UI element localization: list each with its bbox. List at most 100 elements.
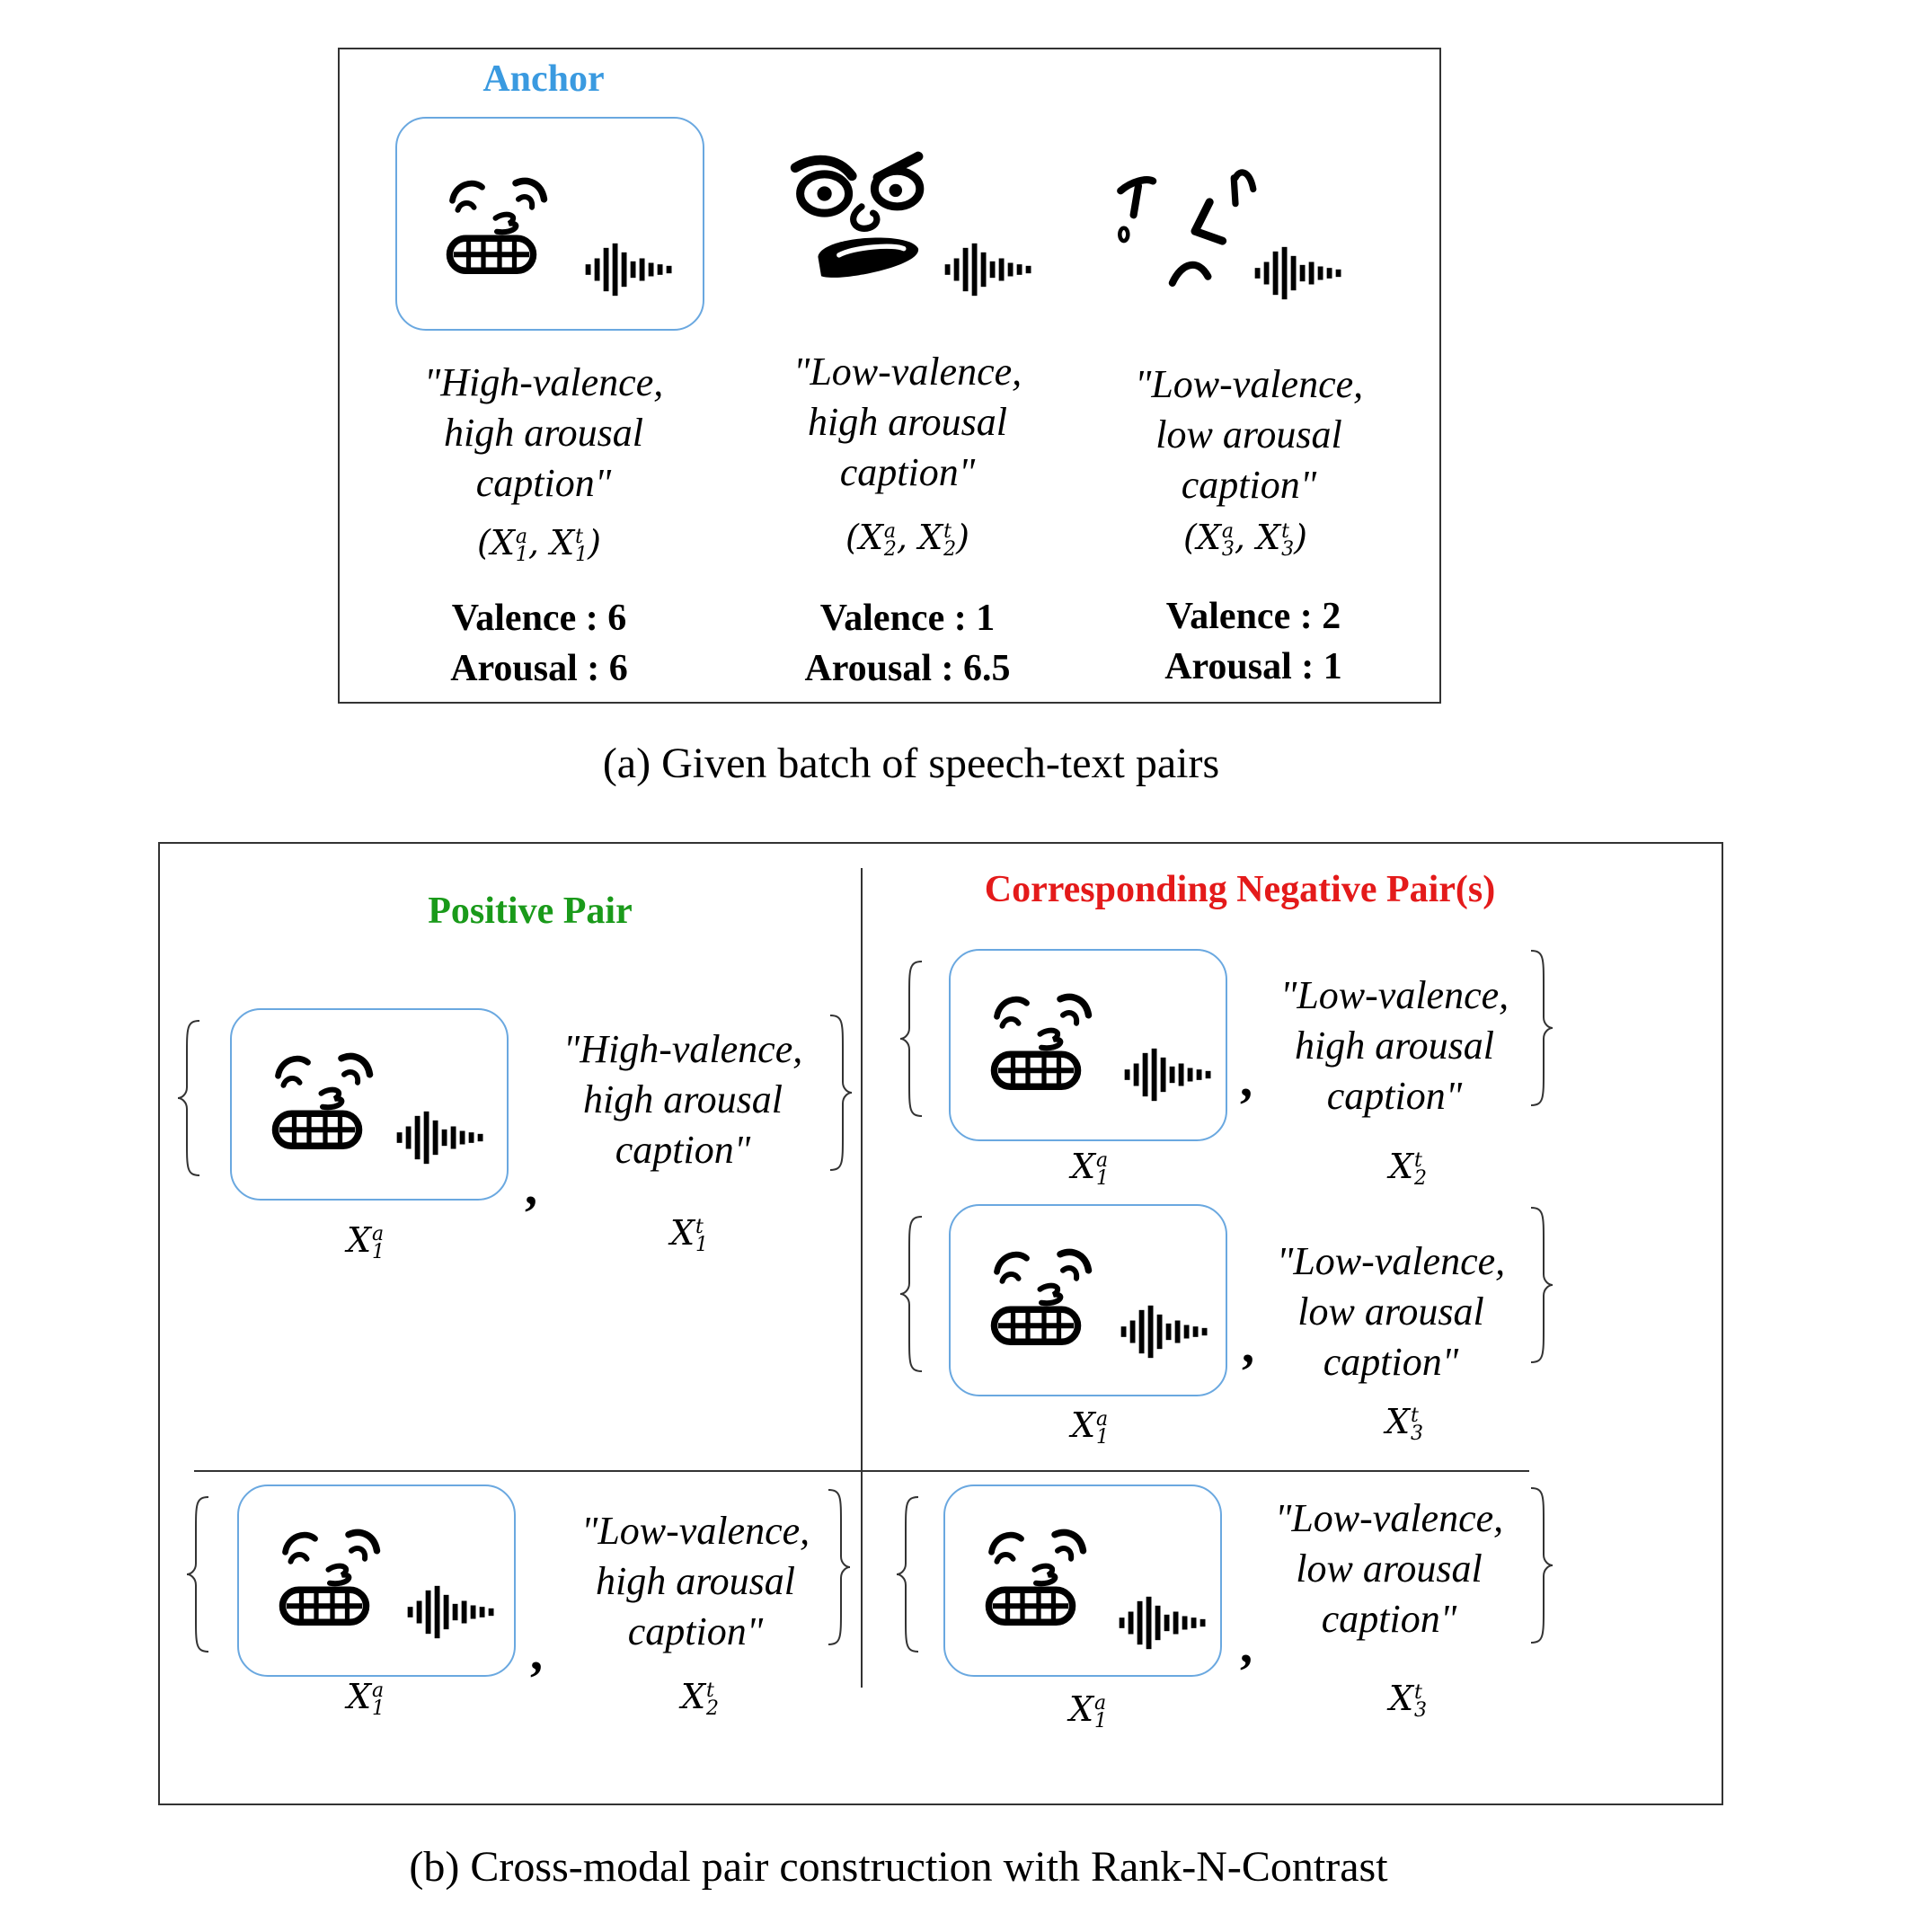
negative-pair-title: Corresponding Negative Pair(s) — [984, 869, 1496, 910]
valence-a2: Valence : 1 — [819, 598, 996, 639]
caption-a2: "Low-valence, high arousal caption" — [737, 347, 1078, 498]
pair4-caption: "Low-valence, low arousal caption" — [1227, 1493, 1551, 1644]
pair4-caption-line1: "Low-valence, — [1274, 1496, 1504, 1540]
figure-caption-b: (b) Cross-modal pair construction with R… — [409, 1843, 1388, 1891]
left-brace-p3 — [186, 1496, 209, 1653]
waveform-icon-2 — [943, 243, 1033, 297]
stats-a2: Valence : 1 Arousal : 6.5 — [755, 593, 1060, 694]
pair1-icon-box — [949, 949, 1227, 1141]
arousal-a1: Arousal : 6 — [450, 648, 628, 689]
caption-a1-line2: high arousal — [443, 411, 644, 455]
pair1-caption-line2: high arousal — [1294, 1024, 1495, 1068]
valence-a3: Valence : 2 — [1165, 596, 1341, 637]
pair3-caption-line3: caption" — [627, 1609, 764, 1653]
right-brace-p2 — [1530, 1207, 1554, 1363]
pair3-comma: , — [530, 1626, 543, 1681]
right-brace-p0 — [829, 1015, 853, 1171]
pair1-caption: "Low-valence, high arousal caption" — [1233, 970, 1556, 1121]
caption-a3-line1: "Low-valence, — [1134, 362, 1364, 406]
grinning-face-icon — [266, 1026, 401, 1170]
grinning-face-icon — [985, 1222, 1120, 1366]
anchor-label: Anchor — [482, 58, 605, 100]
pair0-caption: "High-valence, high arousal caption" — [521, 1024, 845, 1175]
grinning-face-icon — [985, 967, 1120, 1111]
waveform-icon — [1123, 1048, 1213, 1102]
pair0-caption-line2: high arousal — [582, 1077, 783, 1121]
pair2-caption-line2: low arousal — [1297, 1289, 1484, 1334]
pair2-caption-line1: "Low-valence, — [1276, 1239, 1506, 1283]
grinning-face-icon — [979, 1502, 1114, 1646]
pair1-caption-line3: caption" — [1326, 1074, 1463, 1118]
pair3-caption-line2: high arousal — [595, 1559, 796, 1603]
pair3-icon-box — [237, 1484, 516, 1677]
pair0-comma: , — [525, 1160, 537, 1216]
waveform-icon — [1118, 1596, 1208, 1650]
arousal-a3: Arousal : 1 — [1164, 646, 1342, 687]
caption-a1: "High-valence, high arousal caption" — [377, 358, 710, 509]
pair4-caption-line3: caption" — [1321, 1597, 1457, 1641]
pair1-comma: , — [1240, 1052, 1253, 1108]
panel-b-horizontal-divider — [194, 1470, 1529, 1472]
caption-a2-line3: caption" — [839, 450, 976, 494]
panel-b-vertical-divider — [861, 868, 863, 1688]
valence-a1: Valence : 6 — [451, 598, 627, 639]
right-brace-p1 — [1530, 950, 1554, 1106]
left-brace-p1 — [899, 961, 923, 1117]
grinning-face-icon — [440, 151, 575, 295]
left-brace-p0 — [177, 1020, 200, 1176]
panel-a — [338, 48, 1441, 704]
caption-a3-line3: caption" — [1181, 463, 1317, 507]
pair3-caption-line1: "Low-valence, — [580, 1509, 810, 1553]
waveform-icon — [584, 243, 674, 297]
arousal-a2: Arousal : 6.5 — [804, 648, 1011, 689]
waveform-icon — [406, 1585, 496, 1639]
panel-b — [158, 842, 1723, 1805]
pair4-caption-line2: low arousal — [1296, 1546, 1483, 1591]
positive-pair-title: Positive Pair — [428, 891, 633, 932]
pair2-comma: , — [1242, 1318, 1254, 1374]
caption-a3-line2: low arousal — [1155, 412, 1342, 456]
sad-face-icon — [1114, 149, 1276, 302]
caption-a3: "Low-valence, low arousal caption" — [1078, 359, 1420, 510]
caption-a1-line3: caption" — [475, 461, 612, 505]
waveform-icon — [395, 1111, 485, 1165]
angry-face-icon — [789, 146, 951, 298]
pair0-caption-line1: "High-valence, — [562, 1027, 803, 1071]
figure-caption-a: (a) Given batch of speech-text pairs — [602, 740, 1220, 787]
left-brace-p2 — [899, 1216, 923, 1372]
grinning-face-icon — [273, 1502, 408, 1646]
waveform-icon — [1120, 1305, 1209, 1359]
pair4-icon-box — [943, 1484, 1222, 1677]
pair2-caption: "Low-valence, low arousal caption" — [1229, 1236, 1553, 1387]
caption-a2-line2: high arousal — [807, 400, 1008, 444]
pair0-caption-line3: caption" — [615, 1128, 751, 1172]
pair2-caption-line3: caption" — [1323, 1340, 1459, 1384]
right-brace-p3 — [828, 1489, 851, 1645]
pair2-icon-box — [949, 1204, 1227, 1396]
pair0-icon-box — [230, 1008, 509, 1201]
pair4-comma: , — [1240, 1618, 1253, 1674]
anchor-icon-box — [395, 117, 704, 331]
stats-a1: Valence : 6 Arousal : 6 — [395, 593, 683, 694]
pair1-caption-line1: "Low-valence, — [1279, 973, 1509, 1017]
pair3-caption: "Low-valence, high arousal caption" — [534, 1506, 857, 1657]
right-brace-p4 — [1530, 1487, 1554, 1644]
caption-a1-line1: "High-valence, — [423, 360, 664, 404]
stats-a3: Valence : 2 Arousal : 1 — [1105, 591, 1402, 692]
left-brace-p4 — [896, 1496, 919, 1653]
waveform-icon-3 — [1253, 246, 1343, 300]
caption-a2-line1: "Low-valence, — [792, 350, 1022, 394]
